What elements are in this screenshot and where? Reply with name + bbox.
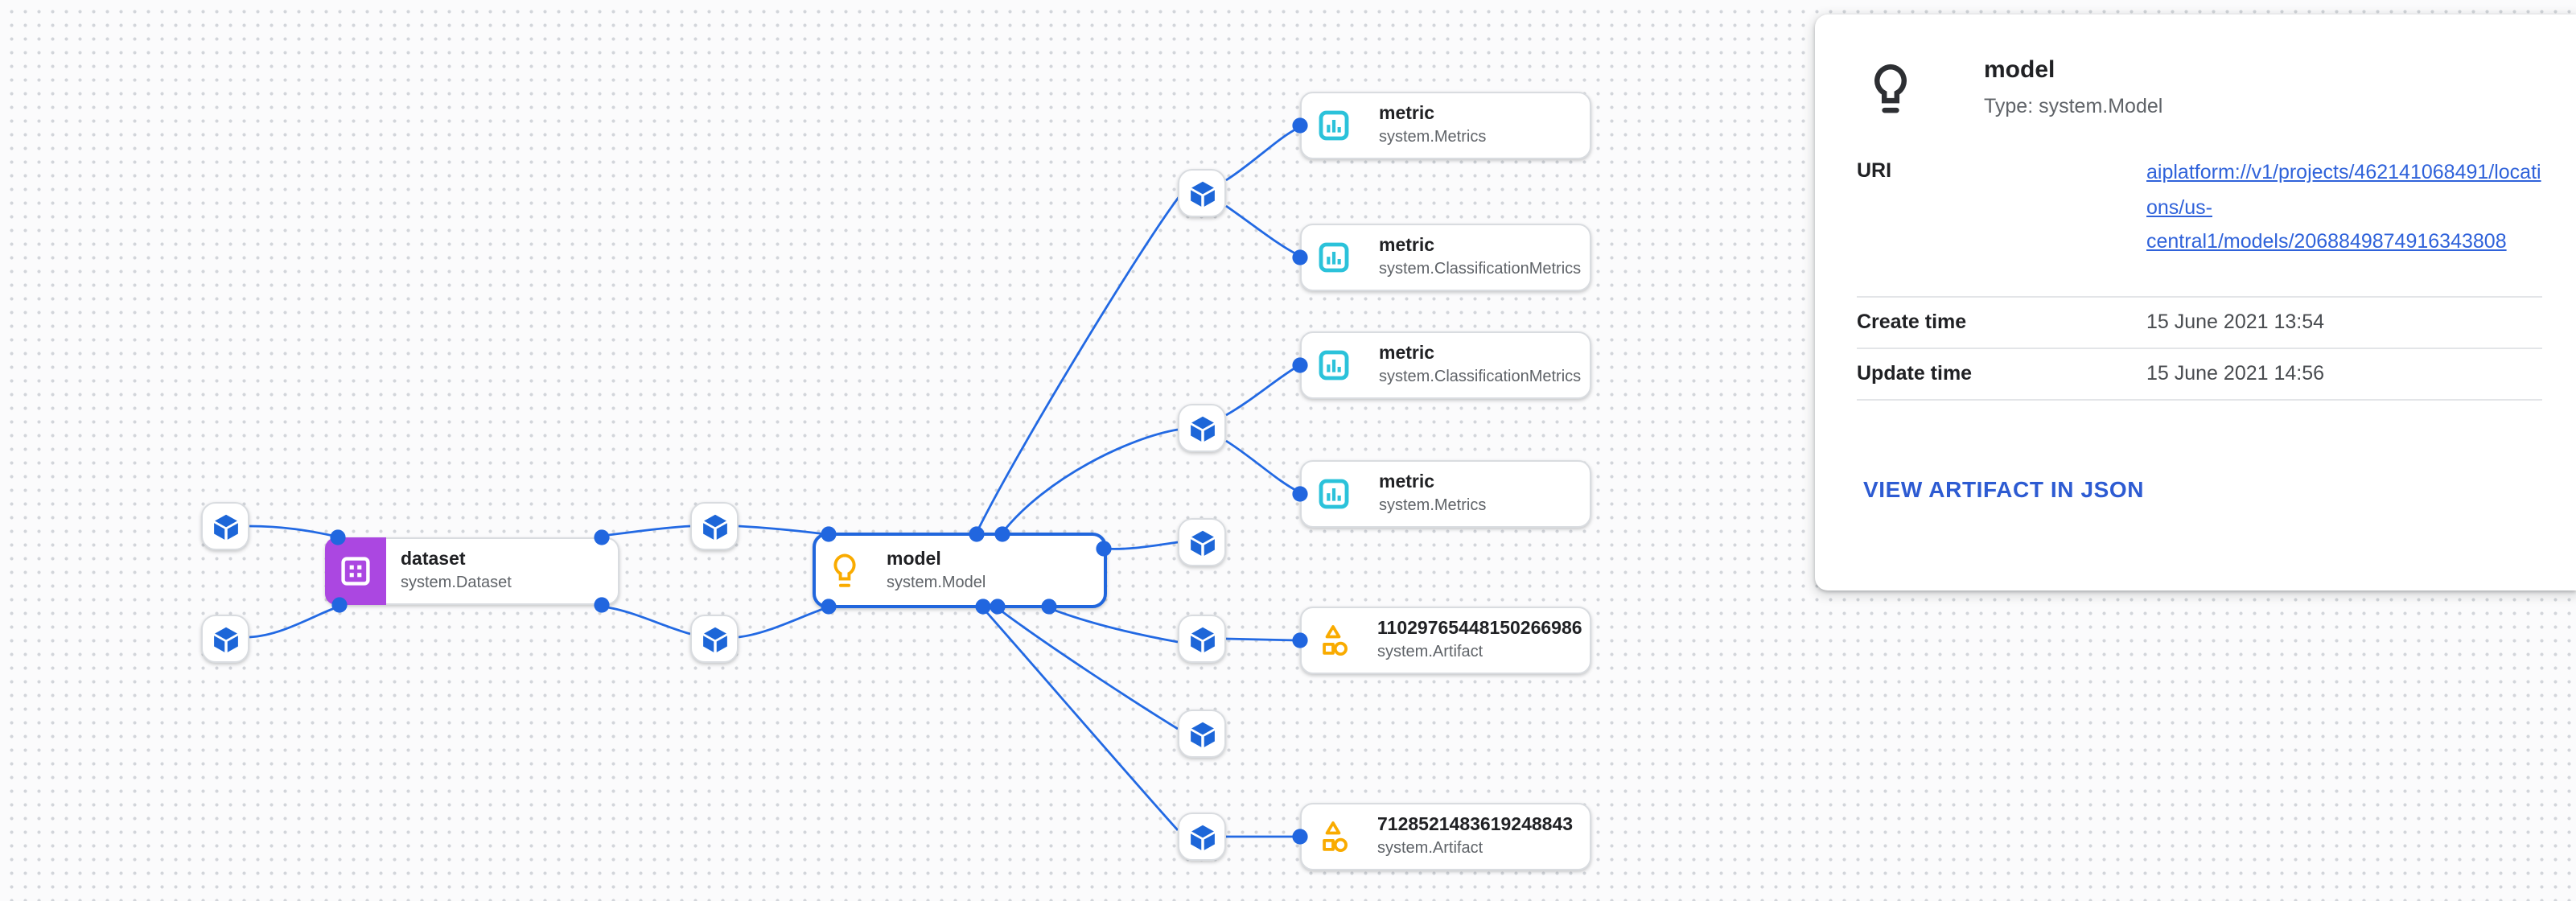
cube-icon [1190,415,1214,441]
update-time-label: Update time [1857,362,1973,385]
node-subtitle: system.Artifact [1377,644,1483,661]
execution-node-right-6[interactable] [1178,813,1226,861]
node-title: metric [1379,105,1435,124]
create-time-value: 15 June 2021 13:54 [2146,311,2325,333]
metrics-icon [1318,349,1350,381]
panel-title: model [1984,56,2055,84]
detail-rows: URI aiplatform://v1/projects/46214106849… [1857,156,2542,401]
artifact-icon [1318,620,1348,660]
update-time-row: Update time 15 June 2021 14:56 [1857,349,2542,401]
metrics-icon [1318,478,1350,510]
dataset-icon [325,537,386,605]
cube-icon [213,513,237,539]
view-artifact-in-json-link[interactable]: VIEW ARTIFACT IN JSON [1863,476,2145,502]
cube-icon [1190,824,1214,850]
metrics-icon [1318,241,1350,274]
uri-row: URI aiplatform://v1/projects/46214106849… [1857,156,2542,298]
node-subtitle: system.Dataset [401,574,512,592]
execution-node-left-1[interactable] [201,502,249,550]
cube-icon [1190,626,1214,652]
node-title: 7128521483619248843 [1377,816,1574,835]
cube-icon [213,626,237,652]
artifact-node-1[interactable]: 11029765448150266986 system.Artifact [1300,607,1591,674]
artifact-icon [1318,817,1348,857]
node-title: 11029765448150266986 [1377,619,1582,639]
execution-node-mid-2[interactable] [690,615,739,663]
uri-label: URI [1857,159,1892,182]
execution-node-right-1[interactable] [1178,169,1226,217]
cube-icon [702,626,726,652]
node-subtitle: system.ClassificationMetrics [1379,261,1582,278]
node-subtitle: system.Model [887,574,986,591]
panel-header: model Type: system.Model [1815,14,2576,129]
lightbulb-icon [830,549,859,592]
cube-icon [1190,529,1214,555]
uri-link[interactable]: aiplatform://v1/projects/462141068491/lo… [2146,161,2541,253]
execution-node-left-2[interactable] [201,615,249,663]
node-title: metric [1379,473,1435,492]
node-title: metric [1379,237,1435,256]
metrics-icon [1318,109,1350,142]
execution-node-right-3[interactable] [1178,518,1226,566]
node-subtitle: system.ClassificationMetrics [1379,368,1582,386]
node-subtitle: system.Metrics [1379,497,1487,515]
node-subtitle: system.Metrics [1379,129,1487,146]
cube-icon [1190,721,1214,747]
metric-node-1[interactable]: metric system.Metrics [1300,92,1591,159]
model-lightbulb-icon [1870,56,1911,129]
create-time-label: Create time [1857,311,1967,333]
cube-icon [1190,180,1214,206]
metric-node-4[interactable]: metric system.Metrics [1300,460,1591,528]
cube-icon [702,513,726,539]
execution-node-right-4[interactable] [1178,615,1226,663]
create-time-row: Create time 15 June 2021 13:54 [1857,298,2542,349]
node-subtitle: system.Artifact [1377,840,1483,858]
update-time-value: 15 June 2021 14:56 [2146,362,2325,385]
metric-node-2[interactable]: metric system.ClassificationMetrics [1300,224,1591,291]
execution-node-mid-1[interactable] [690,502,739,550]
node-title: metric [1379,344,1435,364]
node-title: model [887,549,941,569]
artifact-details-panel: model Type: system.Model URI aiplatform:… [1815,14,2576,590]
execution-node-right-2[interactable] [1178,404,1226,452]
model-node-selected[interactable]: model system.Model [813,533,1107,608]
execution-node-right-5[interactable] [1178,710,1226,758]
node-title: dataset [401,550,466,570]
panel-type-label: Type: system.Model [1984,95,2163,117]
artifact-node-2[interactable]: 7128521483619248843 system.Artifact [1300,803,1591,870]
dataset-node[interactable]: dataset system.Dataset [325,537,619,605]
metric-node-3[interactable]: metric system.ClassificationMetrics [1300,331,1591,399]
